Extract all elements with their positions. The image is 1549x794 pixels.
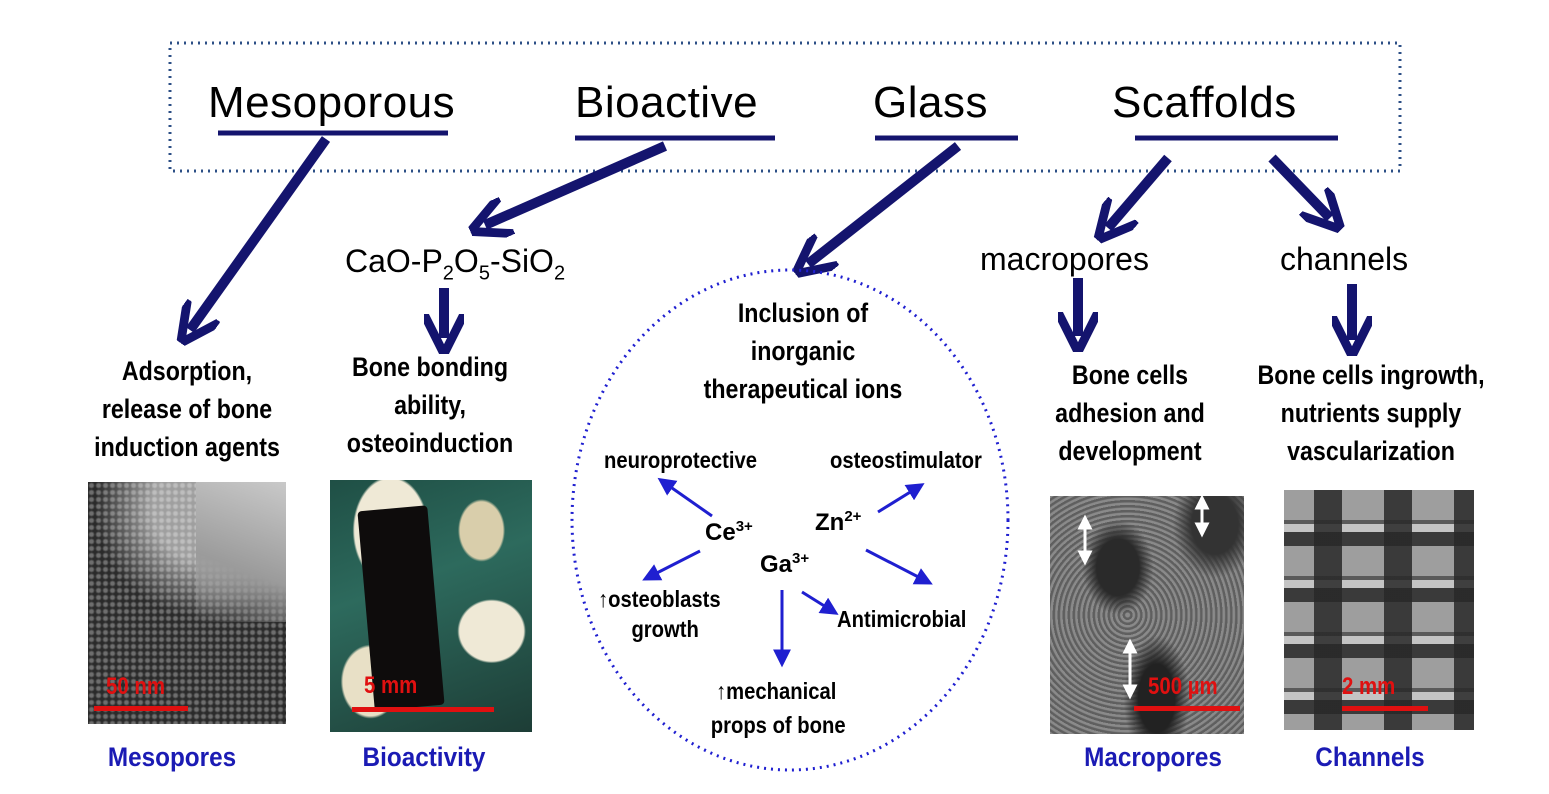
caption-mesopores: Mesopores [107, 742, 237, 772]
desc-line: adhesion and [1055, 398, 1205, 428]
scale-label-macropores: 500 µm [1148, 673, 1218, 700]
effect-osteostimulator: osteostimulator [830, 447, 982, 473]
desc-line: induction agents [94, 432, 280, 462]
scale-bar-mesopores [94, 706, 188, 711]
desc-line: osteoinduction [346, 428, 514, 458]
arrow-zn-osteostimulator [877, 483, 925, 514]
effect-line: growth [631, 616, 699, 642]
arrow-scaffolds-macropores [1108, 154, 1172, 228]
title-mesoporous: Mesoporous [208, 78, 456, 127]
effect-osteoblasts: ↑osteoblasts growth [598, 584, 721, 644]
image-bioactivity [330, 480, 532, 732]
image-macropores-sem [1050, 496, 1244, 734]
caption-macropores: Macropores [1084, 742, 1222, 772]
desc-line: release of bone [101, 394, 273, 424]
ions-ellipse [570, 268, 1010, 772]
desc-macropores: Bone cells adhesion and development [1027, 356, 1233, 470]
label-channels: channels [1280, 241, 1409, 277]
scale-bar-channels [1342, 706, 1428, 711]
effect-mechanical: ↑mechanical props of bone [711, 674, 846, 742]
desc-line: vascularization [1287, 436, 1455, 466]
effect-neuroprotective: neuroprotective [604, 447, 757, 473]
image-highlight [196, 482, 286, 622]
desc-line: nutrients supply [1280, 398, 1462, 428]
arrow-glass [808, 142, 962, 264]
desc-bioactive: Bone bonding ability, osteoinduction [327, 348, 533, 462]
heading-line: therapeutical ions [703, 374, 903, 404]
desc-line: Bone cells [1071, 360, 1189, 390]
arrow-ce-osteoblasts [642, 549, 701, 581]
ion-cerium: Ce3+ [705, 518, 753, 546]
desc-line: Bone cells ingrowth, [1257, 360, 1485, 390]
channel-grid [1284, 490, 1474, 730]
desc-line: development [1058, 436, 1202, 466]
formula-cao-p2o5-sio2: CaO-P2O5-SiO2 [345, 243, 566, 285]
caption-bioactivity: Bioactivity [362, 742, 486, 772]
desc-line: ability, [394, 390, 466, 420]
ions-heading: Inclusion of inorganic therapeutical ion… [687, 294, 919, 408]
heading-line: Inclusion of [737, 298, 869, 328]
effect-line: props of bone [710, 712, 846, 738]
desc-mesoporous: Adsorption, release of bone induction ag… [80, 352, 295, 466]
label-macropores: macropores [980, 241, 1149, 277]
effect-line: ↑osteoblasts [598, 586, 721, 612]
desc-channels: Bone cells ingrowth, nutrients supply va… [1238, 356, 1505, 470]
caption-channels: Channels [1315, 742, 1425, 772]
heading-line: inorganic [750, 336, 856, 366]
image-channels-sem [1284, 490, 1474, 730]
effect-antimicrobial: Antimicrobial [837, 606, 967, 632]
arrow-ga-antimicrobial [801, 590, 839, 615]
title-bioactive: Bioactive [575, 78, 759, 127]
title-glass: Glass [873, 78, 988, 127]
arrow-scaffolds-channels [1268, 154, 1330, 218]
effect-line: ↑mechanical [716, 678, 837, 704]
ion-zinc: Zn2+ [815, 508, 862, 536]
arrow-ce-neuroprotective [657, 477, 713, 518]
arrow-zn-antimicrobial [865, 548, 933, 585]
image-mesopores-tem [88, 482, 286, 724]
arrow-bioactive [485, 141, 668, 225]
ion-gallium: Ga3+ [760, 550, 810, 578]
scale-label-bioactivity: 5 mm [364, 672, 418, 699]
scale-bar-macropores [1134, 706, 1240, 711]
scale-label-mesopores: 50 nm [106, 673, 165, 700]
title-scaffolds: Scaffolds [1112, 78, 1297, 127]
arrow-mesoporous [190, 136, 331, 330]
desc-line: Bone bonding [351, 352, 509, 382]
scale-bar-bioactivity [352, 707, 494, 712]
scale-label-channels: 2 mm [1342, 673, 1396, 700]
desc-line: Adsorption, [121, 356, 253, 386]
